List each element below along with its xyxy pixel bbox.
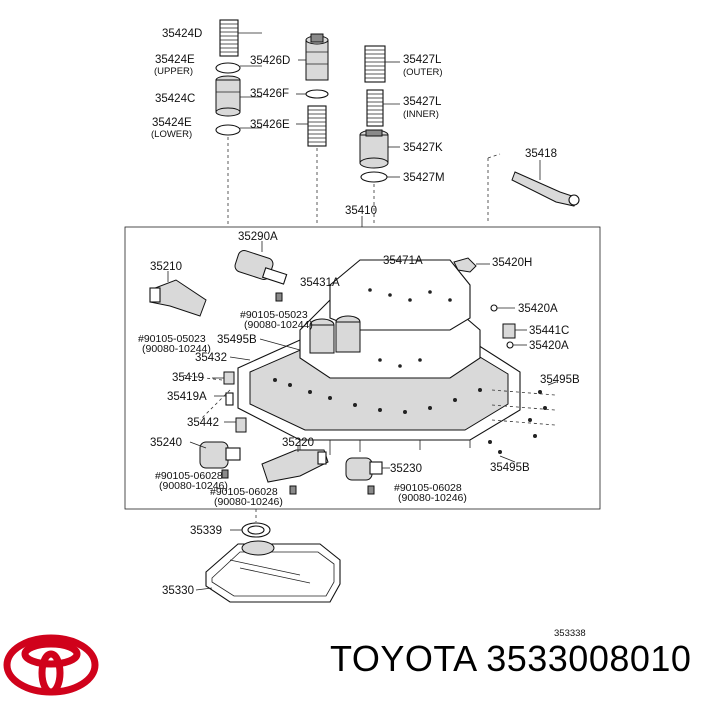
ring-35424E-lower xyxy=(215,124,241,136)
label-bolt-5a: #90105-06028 xyxy=(394,482,462,494)
label-35427L-inner: 35427L xyxy=(403,96,442,108)
piston-35424C xyxy=(215,75,241,117)
label-bolt-1b: (90080-10244) xyxy=(142,343,211,355)
bolt xyxy=(275,292,283,302)
label-bolt-1a: #90105-05023 xyxy=(138,333,206,345)
label-bolt-3a: #90105-06028 xyxy=(155,470,223,482)
solenoid-35210 xyxy=(149,279,207,317)
label-35330: 35330 xyxy=(162,585,194,597)
label-35420H: 35420H xyxy=(492,257,532,269)
ball-35420A-2 xyxy=(506,341,514,349)
label-inner: (INNER) xyxy=(403,109,439,120)
label-bolt-5b: (90080-10246) xyxy=(398,492,467,504)
label-35471A: 35471A xyxy=(383,255,423,267)
label-35230: 35230 xyxy=(390,463,422,475)
label-35426F: 35426F xyxy=(250,88,289,100)
label-35427K: 35427K xyxy=(403,142,443,154)
label-35410: 35410 xyxy=(345,205,377,217)
label-outer: (OUTER) xyxy=(403,67,443,78)
label-35339: 35339 xyxy=(190,525,222,537)
label-bolt-3b: (90080-10246) xyxy=(159,480,228,492)
spring-35427L-outer xyxy=(364,45,386,83)
label-35427M: 35427M xyxy=(403,172,445,184)
brand-name: TOYOTA xyxy=(330,638,476,679)
label-35432: 35432 xyxy=(195,352,227,364)
solenoid-35290A xyxy=(234,250,288,285)
label-35431A: 35431A xyxy=(300,277,340,289)
label-35419: 35419 xyxy=(172,372,204,384)
label-35420A-2: 35420A xyxy=(529,340,569,352)
label-35442: 35442 xyxy=(187,417,219,429)
oil-strainer-35330 xyxy=(205,540,341,603)
label-bolt-2b: (90080-10244) xyxy=(244,319,313,331)
label-bolt-2a: #90105-05023 xyxy=(240,309,308,321)
part-35442 xyxy=(235,417,247,433)
label-35441C: 35441C xyxy=(529,325,569,337)
label-35220: 35220 xyxy=(282,437,314,449)
part-35418 xyxy=(511,171,580,207)
solenoid-35220 xyxy=(261,449,329,483)
label-35426D: 35426D xyxy=(250,55,290,67)
valve-body-assembly-frame xyxy=(124,226,601,510)
label-upper: (UPPER) xyxy=(154,66,193,77)
part-35419 xyxy=(223,371,235,385)
label-35240: 35240 xyxy=(150,437,182,449)
ring-35427M xyxy=(360,171,388,183)
label-35424E-upper: 35424E xyxy=(155,54,195,66)
piston-35427K xyxy=(359,129,389,169)
label-35495B-1: 35495B xyxy=(217,334,257,346)
spring-35419A xyxy=(225,392,234,406)
solenoid-35230 xyxy=(345,457,383,481)
ring-35426F xyxy=(305,89,329,99)
label-bolt-4b: (90080-10246) xyxy=(214,496,283,508)
label-35290A: 35290A xyxy=(238,231,278,243)
label-lower: (LOWER) xyxy=(151,129,192,140)
spring-35424D xyxy=(219,19,239,57)
label-35424E-lower: 35424E xyxy=(152,117,192,129)
spring-35427L-inner xyxy=(366,89,384,127)
piston-35426D xyxy=(305,33,329,81)
label-35495B-2: 35495B xyxy=(540,374,580,386)
toyota-logo xyxy=(3,634,99,696)
label-35418: 35418 xyxy=(525,148,557,160)
ring-35424E-upper xyxy=(215,62,241,74)
solenoid-35240 xyxy=(199,441,241,469)
brand-part-number: TOYOTA 3533008010 xyxy=(330,638,691,680)
label-35420A-1: 35420A xyxy=(518,303,558,315)
label-35495B-3: 35495B xyxy=(490,462,530,474)
label-35424C: 35424C xyxy=(155,93,195,105)
figure-number: 353338 xyxy=(554,628,586,639)
label-bolt-4a: #90105-06028 xyxy=(210,486,278,498)
ball-35420A xyxy=(490,304,498,312)
part-35441C xyxy=(502,323,516,339)
label-35426E: 35426E xyxy=(250,119,290,131)
spring-35426E xyxy=(307,105,327,147)
part-number: 3533008010 xyxy=(486,638,692,679)
label-35427L-outer: 35427L xyxy=(403,54,442,66)
label-35210: 35210 xyxy=(150,261,182,273)
label-35424D: 35424D xyxy=(162,28,202,40)
footer xyxy=(3,634,99,696)
valve-body xyxy=(237,259,521,455)
part-35420H xyxy=(453,257,477,273)
label-35419A: 35419A xyxy=(167,391,207,403)
